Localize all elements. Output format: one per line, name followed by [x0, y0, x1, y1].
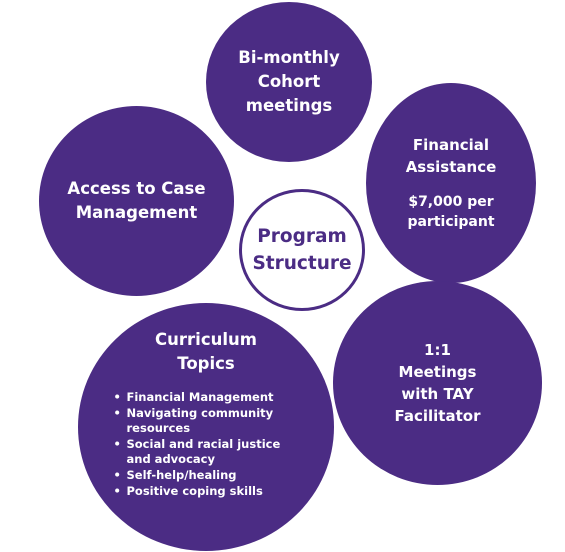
bullet-dot-icon: •: [113, 468, 121, 482]
bullet-dot-icon: •: [113, 484, 121, 498]
topic-item: • Self-help/healing: [114, 468, 299, 483]
topic-text: Self-help/healing: [126, 468, 237, 482]
case-management-label: Access to Case Management: [67, 179, 206, 222]
topic-text: Positive coping skills: [126, 484, 263, 498]
bubble-case-management: Access to Case Management: [39, 106, 234, 296]
program-structure-center: Program Structure: [239, 189, 365, 311]
bubble-tay-meetings: 1:1 Meetings with TAY Facilitator: [333, 281, 542, 485]
topic-item: • Social and racial justice and advocacy: [114, 437, 299, 467]
financial-assistance-label: Financial Assistance: [405, 136, 497, 176]
topic-item: • Navigating community resources: [114, 406, 299, 436]
topic-text: Financial Management: [126, 390, 274, 404]
bullet-dot-icon: •: [113, 406, 121, 420]
bubble-cohort-meetings: Bi-monthly Cohort meetings: [206, 2, 372, 162]
topic-text: Navigating community resources: [126, 406, 274, 435]
financial-amount-label: $7,000 per participant: [407, 194, 495, 230]
bullet-dot-icon: •: [113, 437, 121, 451]
program-structure-label: Program Structure: [252, 226, 352, 274]
curriculum-topics-label: Curriculum Topics: [155, 330, 257, 373]
bubble-financial-assistance: Financial Assistance $7,000 per particip…: [366, 83, 536, 283]
bullet-dot-icon: •: [113, 390, 121, 404]
topic-item: • Financial Management: [114, 390, 299, 405]
curriculum-topic-list: • Financial Management • Navigating commun…: [114, 390, 299, 500]
cohort-meetings-label: Bi-monthly Cohort meetings: [238, 48, 340, 115]
topic-text: Social and racial justice and advocacy: [126, 437, 281, 466]
tay-meetings-label: 1:1 Meetings with TAY Facilitator: [394, 341, 481, 425]
bubble-curriculum-topics: Curriculum Topics • Financial Management …: [78, 303, 334, 551]
topic-item: • Positive coping skills: [114, 484, 299, 499]
